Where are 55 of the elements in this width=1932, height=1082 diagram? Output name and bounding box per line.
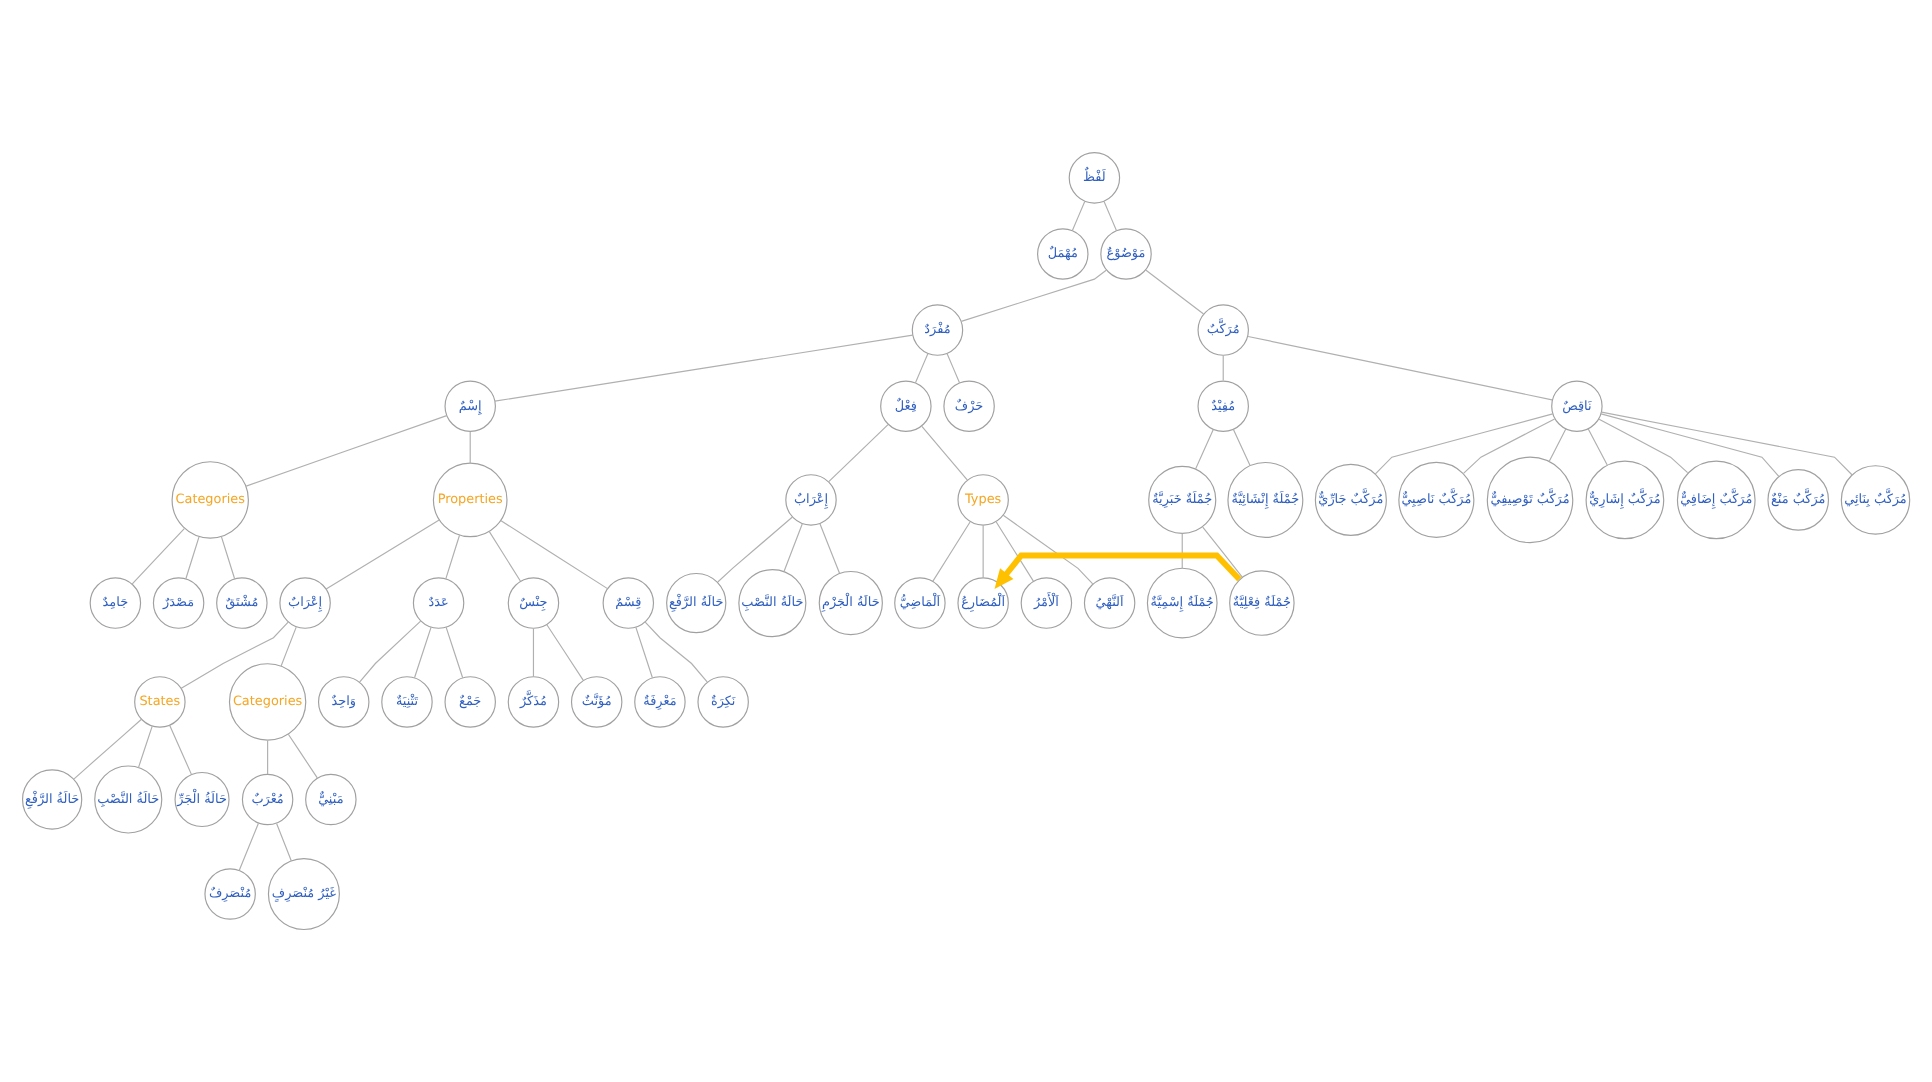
connector: [932, 521, 971, 582]
connector: [1247, 335, 1553, 401]
connector: [137, 725, 153, 769]
connector: [635, 626, 653, 679]
connector: [73, 718, 143, 780]
connector: [494, 334, 914, 402]
connector: [644, 621, 708, 683]
connector: [358, 620, 422, 683]
connector: [1145, 269, 1205, 315]
connector: [914, 353, 929, 384]
connector: [828, 424, 889, 483]
connector: [180, 621, 289, 689]
connector: [546, 624, 584, 681]
connector: [185, 536, 200, 580]
connector: [131, 528, 185, 585]
connector: [1181, 532, 1183, 569]
arrow: [994, 552, 1242, 589]
connector: [960, 269, 1108, 322]
connector: [1071, 201, 1086, 231]
connector: [995, 521, 1035, 582]
connector: [1195, 428, 1214, 470]
connector: [532, 628, 535, 678]
connector: [488, 530, 522, 582]
connector: [982, 524, 984, 579]
connector: [1601, 411, 1853, 476]
connector: [1374, 413, 1554, 475]
connector: [1600, 413, 1780, 478]
connector: [325, 519, 441, 590]
connector: [445, 534, 461, 580]
connector: [1548, 428, 1567, 463]
connector: [413, 626, 432, 679]
connector: [220, 536, 236, 580]
connector: [500, 519, 609, 590]
connector: [1232, 428, 1251, 467]
connector: [287, 733, 318, 779]
connector: [245, 415, 448, 487]
connector: [169, 724, 192, 775]
connector: [1222, 354, 1224, 382]
connector: [717, 516, 793, 583]
connector: [1002, 514, 1094, 585]
connector: [1587, 428, 1608, 466]
connector: [276, 822, 292, 862]
connector: [1202, 526, 1243, 578]
connector: [819, 523, 841, 574]
connector: [280, 626, 297, 667]
connector: [783, 523, 803, 573]
connector: [469, 431, 471, 464]
connector: [1463, 418, 1556, 474]
connector: [267, 740, 269, 775]
connector: [1598, 418, 1689, 474]
connector: [238, 822, 259, 871]
connector: [946, 353, 961, 384]
connector: [445, 626, 464, 679]
connector: [921, 425, 968, 481]
connector: [1103, 201, 1117, 231]
